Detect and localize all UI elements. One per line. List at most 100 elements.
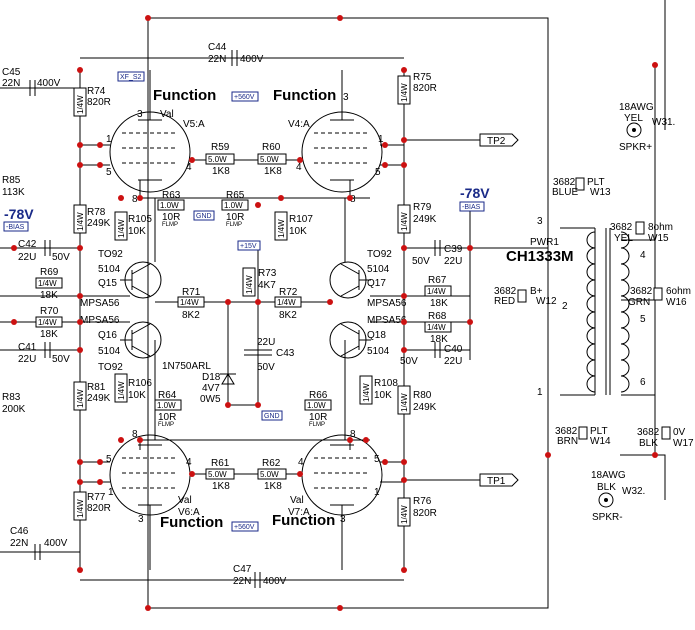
r66-ref: R66 bbox=[309, 390, 328, 401]
capacitor-c46[interactable]: C46 22N 400V bbox=[10, 526, 68, 560]
connector-w14[interactable]: 3682 BRN PLT W14 bbox=[555, 426, 611, 447]
resistor-r63[interactable]: 1.0W R63 10R FLMP bbox=[157, 190, 185, 228]
v4-title: Function bbox=[273, 87, 336, 104]
resistor-r61[interactable]: 5.0W R61 1K8 bbox=[205, 458, 235, 492]
capacitor-c43[interactable]: C43 22U 50V bbox=[244, 337, 295, 373]
w15-wire: 8ohm bbox=[648, 222, 673, 233]
resistor-r79[interactable]: 1/4W R79 249K bbox=[397, 202, 437, 234]
r83-val: 200K bbox=[2, 404, 26, 415]
capacitor-c47[interactable]: C47 22N 400V bbox=[233, 564, 287, 588]
transistor-q15[interactable]: TO92 5104 Q15 MPSA56 bbox=[80, 249, 162, 309]
capacitor-c41[interactable]: C41 22U 50V bbox=[18, 342, 70, 365]
r63-note: FLMP bbox=[162, 222, 178, 228]
resistor-r73[interactable]: 1/4W R73 4K7 bbox=[242, 267, 277, 297]
capacitor-c39[interactable]: C39 22U 50V bbox=[412, 240, 463, 267]
resistor-r71[interactable]: 1/4W R71 8K2 bbox=[177, 287, 205, 321]
capacitor-c45[interactable]: C45 22N 400V bbox=[2, 67, 61, 96]
net-tag-560v-bottom: +560V bbox=[231, 521, 259, 532]
junction-dot bbox=[77, 162, 83, 168]
connector-w15[interactable]: 3682 YEL 8ohm W15 bbox=[610, 221, 673, 244]
junction-dot bbox=[401, 319, 407, 325]
resistor-r59[interactable]: 5.0W R59 1K8 bbox=[205, 142, 235, 177]
resistor-r72[interactable]: 1/4W R72 8K2 bbox=[274, 287, 302, 321]
c42-v2: 50V bbox=[52, 252, 70, 263]
resistor-r105[interactable]: 1/4W R105 10K bbox=[114, 211, 152, 241]
r74-val: 820R bbox=[87, 97, 111, 108]
connector-w13[interactable]: 3682 BLUE PLT W13 bbox=[552, 177, 611, 198]
resistor-r80[interactable]: 1/4W R80 249K bbox=[397, 385, 437, 415]
connector-w17[interactable]: 3682 BLK 0V W17 bbox=[637, 426, 694, 449]
w12-wire: B+ bbox=[530, 286, 543, 297]
w17-code: 3682 bbox=[637, 427, 660, 438]
capacitor-c40[interactable]: C40 22U 50V bbox=[400, 342, 463, 367]
v6-val: Val bbox=[178, 495, 192, 506]
resistor-r85[interactable]: R85 113K bbox=[2, 175, 25, 198]
transistor-q17[interactable]: TO92 5104 Q17 MPSA56 bbox=[329, 249, 407, 309]
resistor-r78[interactable]: 1/4W R78 249K bbox=[73, 204, 111, 234]
top-plate-wires bbox=[149, 70, 343, 115]
r67-ref: R67 bbox=[428, 275, 447, 286]
v7-ref: V7:A bbox=[288, 507, 310, 518]
tube-v4[interactable]: 3 1 5 4 8 V4:A Function bbox=[273, 87, 384, 205]
transistor-q16[interactable]: MPSA56 Q16 5104 TO92 bbox=[80, 315, 162, 373]
resistor-r67[interactable]: 1/4W R67 18K bbox=[424, 275, 452, 309]
r108-power: 1/4W bbox=[362, 383, 371, 402]
resistor-r62[interactable]: 5.0W R62 1K8 bbox=[257, 458, 287, 492]
r66-power: 1.0W bbox=[307, 401, 326, 410]
capacitor-c42[interactable]: C42 22U 50V bbox=[18, 239, 70, 263]
resistor-r64[interactable]: 1.0W R64 10R FLMP bbox=[154, 390, 182, 428]
resistor-r83[interactable]: R83 200K bbox=[2, 392, 26, 415]
spkr-neg-w: W32. bbox=[622, 486, 645, 497]
connector-w16[interactable]: 3682 GRN 6ohm W16 bbox=[628, 286, 691, 308]
junction-dot bbox=[225, 402, 231, 408]
v7-pin8: 8 bbox=[350, 429, 356, 440]
speaker-terminal-negative[interactable]: 18AWG BLK W32. SPKR- bbox=[591, 470, 645, 523]
resistor-r75[interactable]: 1/4W R75 820R bbox=[397, 72, 437, 105]
c46-ref: C46 bbox=[10, 526, 29, 537]
w15-col: YEL bbox=[614, 233, 633, 244]
testpoint-tp2[interactable]: TP2 bbox=[479, 133, 519, 147]
v7-pin4: 4 bbox=[298, 457, 304, 468]
resistor-r74[interactable]: 1/4W R74 820R bbox=[73, 86, 111, 117]
r105-ref: R105 bbox=[128, 214, 152, 225]
resistor-r107[interactable]: 1/4W R107 10K bbox=[274, 211, 313, 241]
v6-pin4: 4 bbox=[186, 457, 192, 468]
resistor-r69[interactable]: 1/4W R69 18K bbox=[35, 267, 63, 301]
r77-power: 1/4W bbox=[76, 499, 85, 518]
testpoint-tp1[interactable]: TP1 bbox=[479, 473, 519, 487]
resistor-r76[interactable]: 1/4W R76 820R bbox=[397, 496, 437, 527]
resistor-r65[interactable]: 1.0W R65 10R FLMP bbox=[221, 190, 249, 228]
w14-col: BRN bbox=[557, 436, 578, 447]
resistor-r108[interactable]: 1/4W R108 10K bbox=[359, 375, 398, 405]
c41-symbol bbox=[44, 342, 51, 358]
r108-body bbox=[359, 375, 373, 405]
capacitor-c44[interactable]: C44 22N 400V bbox=[208, 42, 264, 66]
v15-box bbox=[237, 240, 261, 251]
speaker-terminal-positive[interactable]: 18AWG YEL W31. SPKR+ bbox=[619, 102, 675, 153]
tube-v6[interactable]: 8 5 4 1 3 Val V6:A Function bbox=[106, 429, 223, 531]
r61-val: 1K8 bbox=[212, 481, 230, 492]
v7-pin3: 3 bbox=[340, 514, 346, 525]
tube-v7[interactable]: 8 5 4 1 3 Val V7:A Function bbox=[272, 429, 383, 529]
output-transformer[interactable]: CH1333M PWR1 3 4 2 5 6 1 bbox=[506, 216, 646, 398]
resistor-r81[interactable]: 1/4W R81 249K bbox=[73, 381, 111, 411]
w16-col: GRN bbox=[628, 297, 650, 308]
resistor-r70[interactable]: 1/4W R70 18K bbox=[35, 306, 63, 340]
q18-type: MPSA56 bbox=[367, 315, 407, 326]
connector-w12[interactable]: 3682 RED B+ W12 bbox=[494, 286, 557, 307]
resistor-r66[interactable]: 1.0W R66 10R FLMP bbox=[304, 390, 332, 428]
resistor-r68[interactable]: 1/4W R68 18K bbox=[424, 311, 452, 345]
resistor-r106[interactable]: 1/4W R106 10K bbox=[114, 373, 152, 403]
xfmr-pin5: 5 bbox=[640, 314, 646, 325]
tube-v5[interactable]: 3 1 5 4 8 Val V5:A Function bbox=[106, 87, 216, 205]
q17-q18-base-wires bbox=[370, 295, 404, 323]
junction-dot bbox=[347, 437, 353, 443]
c47-symbol bbox=[254, 572, 261, 588]
transistor-q18[interactable]: MPSA56 Q18 5104 bbox=[329, 315, 407, 359]
zener-diode-d18[interactable]: 1N750ARL D18 4V7 0W5 bbox=[162, 361, 236, 405]
v4-plate bbox=[330, 115, 354, 121]
r79-ref: R79 bbox=[413, 202, 432, 213]
xfmr-pin2: 2 bbox=[562, 301, 568, 312]
resistor-r77[interactable]: 1/4W R77 820R bbox=[73, 491, 111, 521]
resistor-r60[interactable]: 5.0W R60 1K8 bbox=[257, 142, 287, 177]
